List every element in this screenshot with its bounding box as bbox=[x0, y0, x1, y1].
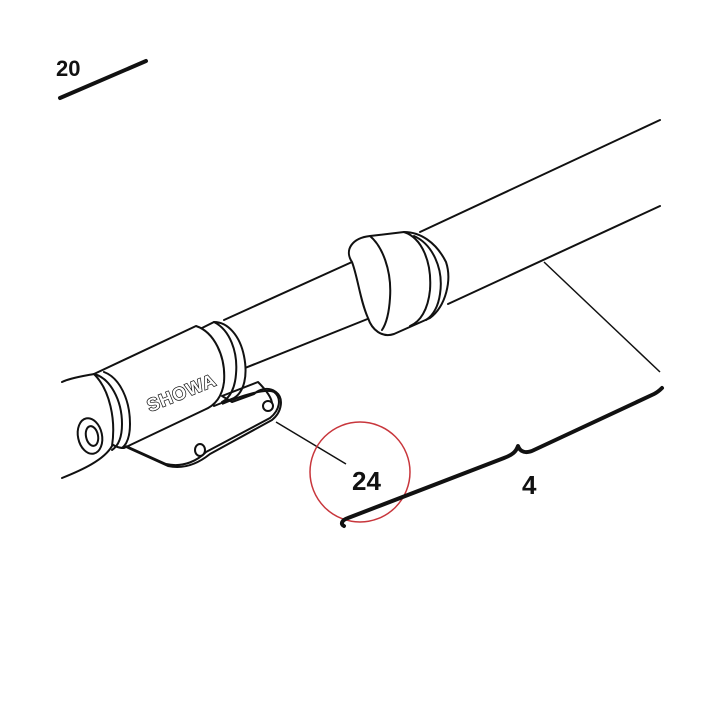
bracket-hole-lower bbox=[194, 443, 206, 457]
shaft-assembly bbox=[61, 119, 661, 479]
callout-label-24: 24 bbox=[352, 466, 381, 496]
corner-reference-rule bbox=[58, 59, 148, 100]
leader-line-24 bbox=[275, 421, 347, 465]
inner-tube bbox=[223, 261, 381, 371]
corner-reference: 20 bbox=[56, 56, 148, 100]
callout-label-4: 4 bbox=[522, 470, 537, 500]
highlight-circle bbox=[309, 421, 411, 523]
leader-line-4 bbox=[543, 261, 661, 373]
bracket-hole-upper bbox=[262, 400, 274, 412]
callout-brace-4 bbox=[339, 386, 664, 528]
upper-collar bbox=[347, 231, 450, 336]
mounting-bracket bbox=[123, 381, 282, 468]
outer-tube bbox=[419, 119, 661, 305]
corner-reference-label: 20 bbox=[56, 56, 80, 81]
